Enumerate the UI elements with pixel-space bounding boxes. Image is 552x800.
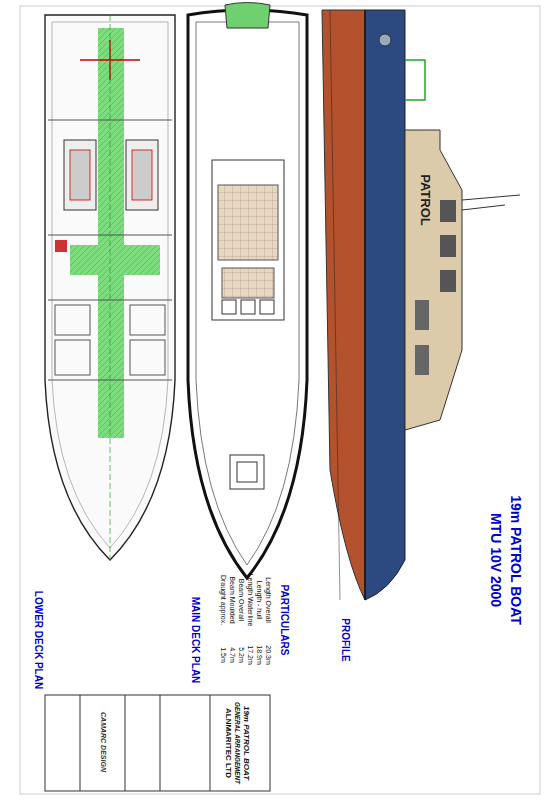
title-block-line: GENERAL ARRANGEMENT <box>233 702 241 784</box>
title-block-text: 19m PATROL BOATGENERAL ARRANGEMENTALNMAR… <box>213 697 261 789</box>
particular-name: Length Waterline <box>247 574 254 627</box>
sheet-border <box>20 6 540 794</box>
particular-name: Beam Overall <box>238 579 245 621</box>
view-label: LOWER DECK PLAN <box>33 591 43 689</box>
view-label: PROFILE <box>340 618 350 661</box>
particular-value: 4.7m <box>229 647 236 663</box>
particular-value: 20.3m <box>265 645 272 664</box>
particular-name: Draught approx. <box>220 575 227 625</box>
particular-name: Length Overall <box>265 577 272 623</box>
designer-label: CAMARC DESIGN <box>100 712 107 772</box>
table-heading: PARTICULARS <box>279 585 289 656</box>
particular-value: 18.9m <box>256 645 263 664</box>
particular-value: 1.5m <box>220 647 227 663</box>
hull-lettering: PATROL <box>419 174 432 226</box>
company-name: ALNMARITEC LTD <box>223 708 233 778</box>
title-block-line: 19m PATROL BOAT <box>241 706 251 780</box>
drawing-title: 19m PATROL BOAT <box>509 495 523 625</box>
title-block-box: 19m PATROL BOATGENERAL ARRANGEMENTALNMAR… <box>213 697 261 789</box>
profile-view <box>322 10 520 600</box>
particular-value: 5.2m <box>238 647 245 663</box>
lower-deck-plan <box>45 15 175 560</box>
particular-name: Beam Moulded <box>229 576 236 623</box>
title-block <box>45 695 270 791</box>
engine-label: MTU 10V 2000 <box>489 513 503 607</box>
view-label: MAIN DECK PLAN <box>190 597 200 684</box>
particular-value: 17.2m <box>247 645 254 664</box>
main-deck-plan <box>188 3 307 579</box>
particular-name: Length - hull <box>256 581 263 620</box>
